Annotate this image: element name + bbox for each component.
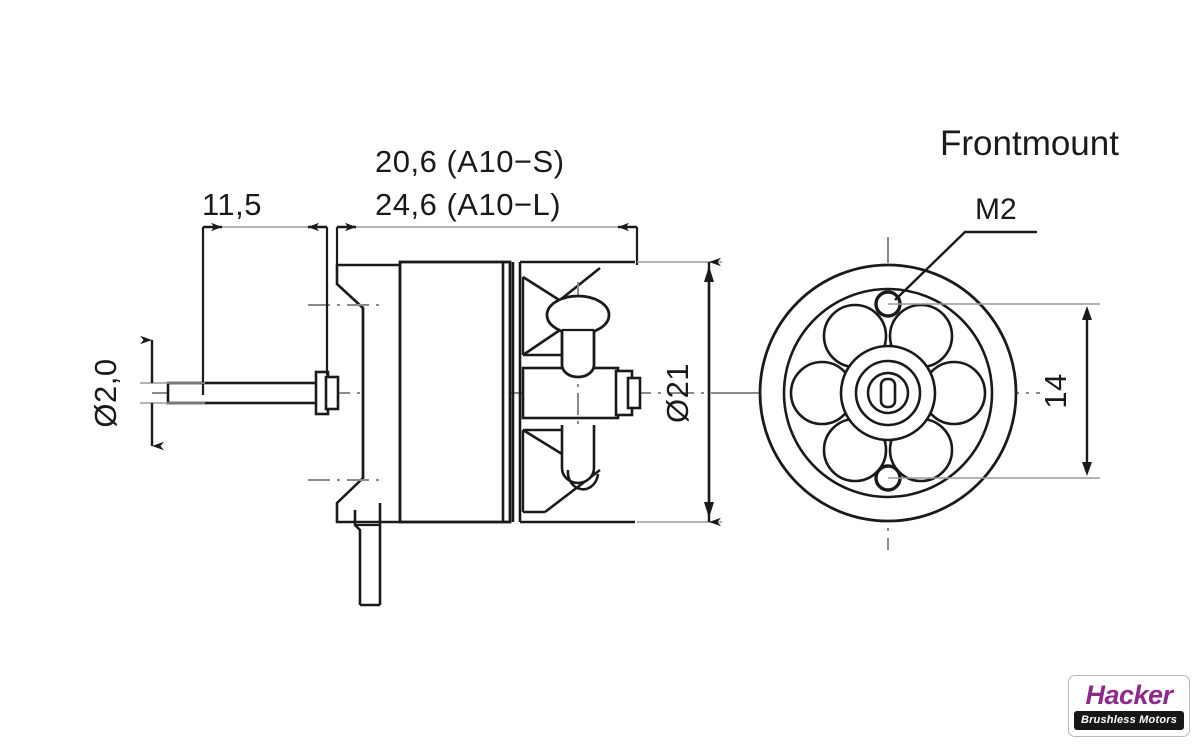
- thread-callout-label: M2: [975, 193, 1017, 226]
- shaft-diameter-dimension: Ø2,0: [88, 335, 205, 451]
- hacker-logo-bar: Brushless Motors: [1074, 711, 1184, 730]
- shaft-length-dimension: 11,5: [202, 187, 327, 232]
- hacker-logo: Hacker Brushless Motors: [1068, 675, 1190, 737]
- bolt-circle: [782, 287, 994, 499]
- shaft-slot: [879, 377, 897, 409]
- body-length-short-dimension-label: 20,6 (A10−S): [375, 144, 565, 179]
- motor-can: [398, 260, 515, 524]
- mount-hole-spacing-dimension: 14: [888, 303, 1100, 479]
- motor-wire-lead: [353, 503, 382, 607]
- body-length-long-dimension-label: 24,6 (A10−L): [375, 187, 561, 222]
- horizontal-dimension-group: 11,5 20,6 (A10−S) 24,6 (A10−L): [201, 144, 639, 395]
- hacker-logo-tagline: Brushless Motors: [1080, 714, 1178, 726]
- rear-shaft-stub: [614, 369, 642, 417]
- shaft-length-dimension-label: 11,5: [202, 187, 262, 222]
- mount-boss: [545, 294, 611, 379]
- body-length-dimension: 20,6 (A10−S) 24,6 (A10−L): [337, 144, 637, 232]
- side-section-view: [152, 260, 735, 607]
- frontmount-title: Frontmount: [940, 124, 1119, 163]
- mount-boss-lower: [560, 425, 600, 491]
- mount-hole-spacing-dimension-label: 14: [1038, 373, 1073, 408]
- hacker-logo-wordmark: Hacker: [1085, 680, 1173, 710]
- body-diameter-dimension: Ø21: [637, 257, 722, 527]
- output-shaft: [166, 381, 320, 405]
- body-diameter-dimension-label: Ø21: [660, 363, 695, 423]
- front-view: [735, 237, 1040, 550]
- shaft-diameter-dimension-label: Ø2,0: [88, 358, 123, 427]
- m2-leader: M2: [894, 193, 1037, 301]
- shaft-collar: [314, 370, 340, 416]
